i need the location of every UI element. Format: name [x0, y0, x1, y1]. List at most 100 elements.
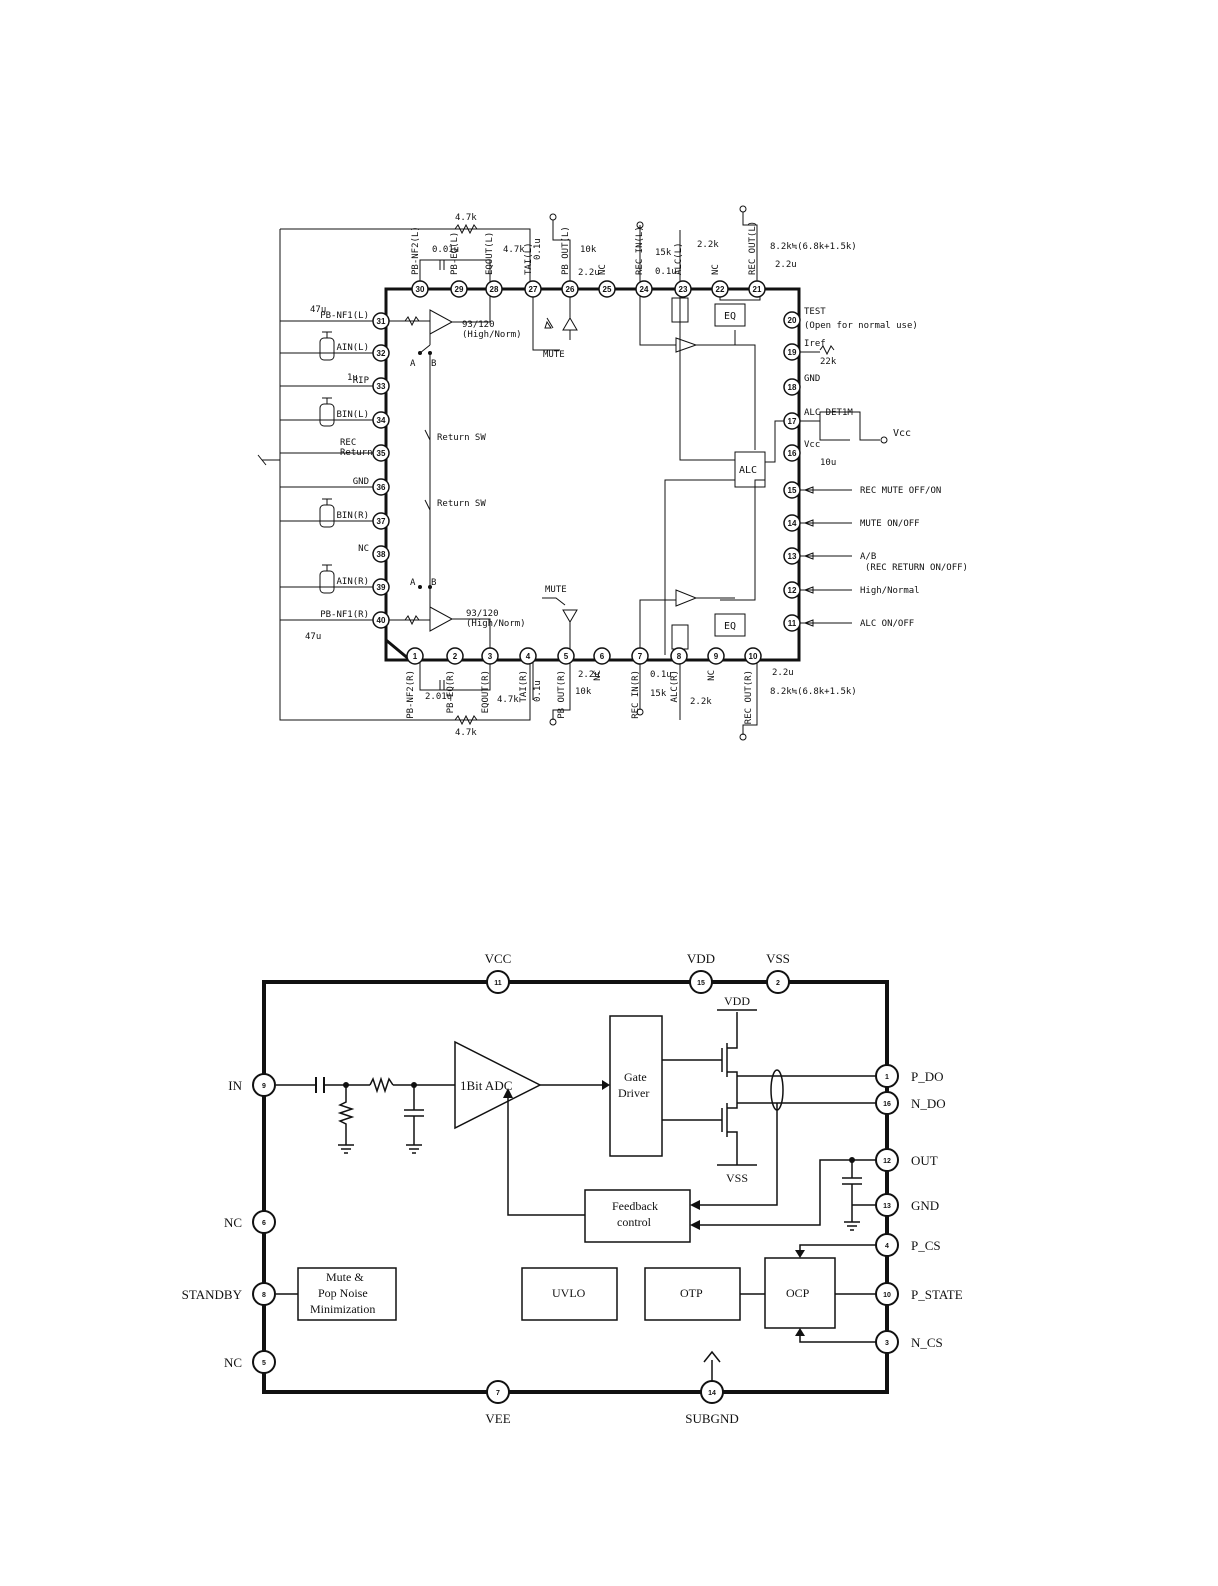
- label-eq-r-top: 4.7k: [503, 245, 525, 255]
- pin-number: 4: [885, 1243, 889, 1250]
- label-rec-return-note: (REC RETURN ON/OFF): [865, 563, 968, 573]
- pin-27: [524, 280, 542, 298]
- pin-label: NC: [358, 544, 369, 554]
- feedback-label-2: control: [617, 1215, 652, 1229]
- pin-label: PB OUT(L): [561, 226, 571, 275]
- pin-number: 32: [377, 349, 386, 358]
- label-rec-cap-bottom: 2.2u: [772, 668, 794, 678]
- opamp-top: [429, 309, 454, 335]
- cap-pb-eq: [419, 259, 491, 289]
- pin-number: 39: [377, 583, 386, 592]
- pin-35: [372, 444, 390, 462]
- rec-in-wires: [639, 225, 681, 289]
- rec-out-bottom-wire: [742, 660, 758, 735]
- pin-number: 7: [496, 1390, 500, 1397]
- pin-30: [411, 280, 429, 298]
- pin-14: [783, 514, 801, 532]
- output-cap-ground: [842, 1160, 877, 1231]
- adc-label: 1Bit ADC: [460, 1078, 512, 1093]
- pin-label: REC OUT(L): [748, 221, 758, 275]
- pin-label: ALC(R): [670, 670, 680, 703]
- pin-desc: High/Normal: [860, 586, 920, 596]
- pin-label: N_CS: [911, 1335, 943, 1350]
- pin-desc: 22k: [820, 357, 837, 367]
- arrow-head: [602, 1080, 610, 1090]
- label-high-norm-top: (High/Norm): [462, 330, 522, 340]
- pin-number: 13: [788, 552, 797, 561]
- switch-b-label: B: [431, 359, 436, 369]
- pin-18: [783, 378, 801, 396]
- rec-amp-wires: [639, 289, 756, 450]
- pin-label: BIN(R): [336, 511, 369, 521]
- pb-out-wire: [552, 220, 571, 289]
- pin-21: [748, 280, 766, 298]
- pin-number: 15: [697, 980, 705, 987]
- pin-16: [875, 1091, 899, 1115]
- pin-label: ALC(L): [674, 242, 684, 275]
- label-0-1u-bottom: 0.1u: [533, 680, 543, 702]
- pin-label: REC IN(R): [631, 670, 641, 719]
- class-d-amp-block-diagram: 1Bit ADC Gate Driver VDD VSS Feedback co…: [262, 980, 889, 1394]
- return-sw-label-2: Return SW: [437, 499, 486, 509]
- feedback-in-1: [698, 1103, 778, 1206]
- pin-1: [875, 1064, 899, 1088]
- switch-a-label: A: [410, 359, 416, 369]
- label-0-1u-rec-top: 0.1u: [655, 267, 677, 277]
- alc-label: ALC: [739, 465, 757, 476]
- uvlo-block: [521, 1267, 618, 1321]
- terminal: [636, 221, 644, 229]
- label-1u: 1u: [347, 373, 358, 383]
- pin-label: VEE: [485, 1411, 510, 1426]
- shunt-cap: [404, 1085, 424, 1154]
- alc-to-eq-bot: [720, 479, 765, 601]
- label-ratio-bottom: 93/120: [466, 609, 499, 619]
- label-2-2k-bottom: 2.2k: [690, 697, 712, 707]
- pin-12: [875, 1148, 899, 1172]
- pin-13: [783, 547, 801, 565]
- pin-15: [689, 970, 713, 994]
- label-rec-cap-top: 2.2u: [775, 260, 797, 270]
- chip-outline: [262, 980, 889, 1394]
- label-2-2k-top: 2.2k: [697, 240, 719, 250]
- amp-triangle-top: [675, 337, 698, 353]
- pin-31: [372, 312, 390, 330]
- pin-29: [450, 280, 468, 298]
- pin-4: [519, 647, 537, 665]
- pin-label: REC OUT(R): [744, 670, 754, 724]
- pin-37: [372, 512, 390, 530]
- pin-label: P_DO: [911, 1069, 944, 1084]
- schematic-pins: 30PB-NF2(L)29PB-EQ(L)28EQOUT(L)27TAI(L)2…: [320, 221, 941, 724]
- arrow-head: [795, 1250, 805, 1258]
- pin-label: PB-NF2(L): [411, 226, 421, 275]
- gate-driver-label-1: Gate: [624, 1070, 647, 1084]
- rec-amp-bottom-wires: [639, 597, 735, 660]
- arrow-head: [690, 1220, 700, 1230]
- eq-block-bottom: [714, 613, 746, 637]
- pin-label: ALC DET: [804, 408, 843, 418]
- vr-element-top: [671, 297, 689, 323]
- audio-ic-schematic: EQ ALC A B Return SW Return SW MUTE: [257, 205, 968, 741]
- gate-driver-block: [609, 1015, 663, 1157]
- pin-10: [744, 647, 762, 665]
- vss-internal-label: VSS: [726, 1171, 748, 1185]
- pin-number: 17: [788, 417, 797, 426]
- pin-number: 25: [603, 285, 612, 294]
- pin-number: 12: [883, 1158, 891, 1165]
- label-0-1u-rec-bottom: 0.1u: [650, 670, 672, 680]
- label-47u-top: 47u: [310, 305, 326, 315]
- mute-label-top: MUTE: [543, 350, 565, 360]
- mute-ground-top: [544, 317, 554, 329]
- pin-number: 40: [377, 616, 386, 625]
- pin-19: [783, 343, 801, 361]
- pin-number: 27: [529, 285, 538, 294]
- vr-element-bottom: [671, 624, 689, 650]
- pin-label: RIP: [353, 376, 370, 386]
- pin-number: 11: [788, 619, 797, 628]
- vcc-terminal: [880, 436, 888, 444]
- pin-number: 5: [564, 652, 569, 661]
- vdd-internal-label: VDD: [724, 994, 750, 1008]
- input-jack-binl: [319, 397, 335, 427]
- switch-node: [428, 585, 432, 589]
- mute-label-3: Minimization: [310, 1302, 375, 1316]
- pin-26: [561, 280, 579, 298]
